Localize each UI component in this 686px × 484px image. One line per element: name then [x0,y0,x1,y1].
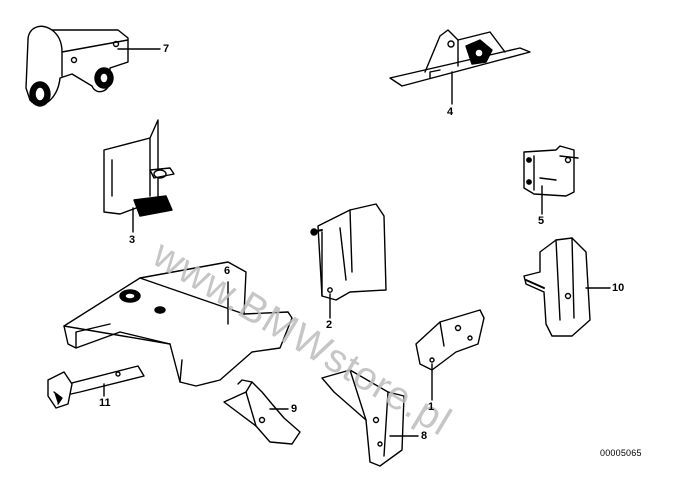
part-7-bracket[interactable] [25,25,129,107]
part-6-bridge-bracket[interactable] [63,261,293,387]
callout-2: 2 [326,319,333,331]
callout-5: 5 [538,215,545,227]
callout-7: 7 [163,43,170,55]
callout-9: 9 [291,403,298,415]
part-11-clip-bracket[interactable] [47,365,145,409]
callout-1: 1 [428,401,435,413]
part-10-tall-bracket[interactable] [523,237,591,337]
part-1-flat-bracket[interactable] [415,309,485,371]
diagram-id: 00005065 [600,448,642,458]
callout-3: 3 [129,234,136,246]
part-5-hinge-bracket[interactable] [523,145,579,197]
callout-11: 11 [99,397,111,409]
part-8-l-bracket[interactable] [321,369,405,467]
part-9-stepped-bracket[interactable] [223,379,301,445]
callout-8: 8 [421,430,428,442]
part-3-angle-bracket[interactable] [103,119,175,217]
callout-6: 6 [224,265,231,277]
callout-4: 4 [447,106,454,118]
part-4-strap[interactable] [389,29,531,87]
part-2-vertical-bracket[interactable] [310,203,387,301]
callout-10: 10 [612,282,625,294]
